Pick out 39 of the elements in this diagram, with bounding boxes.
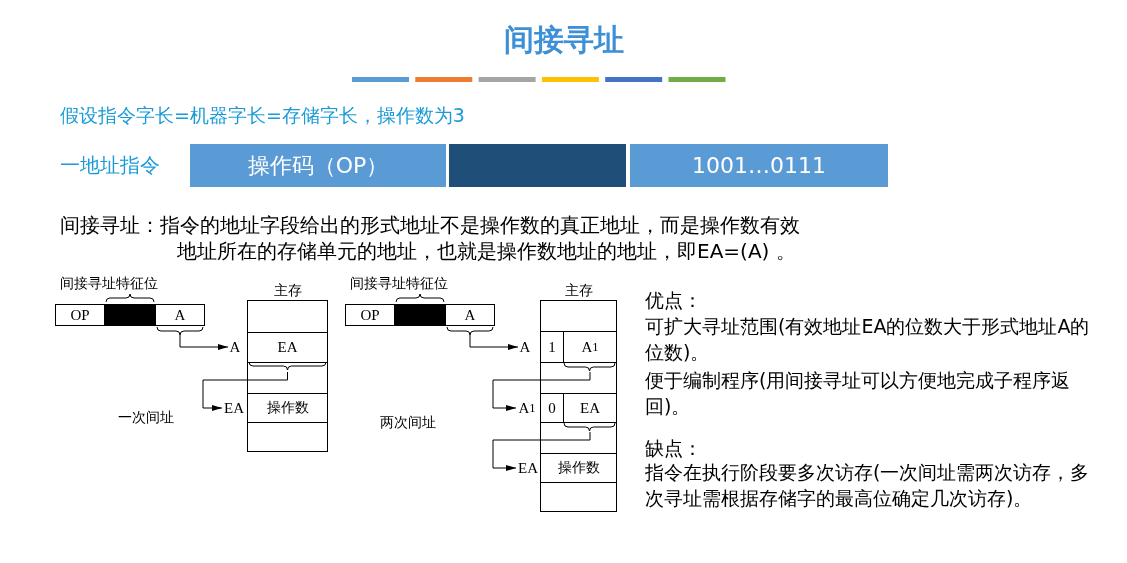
memory-heading: 主存 — [272, 282, 303, 300]
address-label: EA — [222, 399, 246, 417]
cons-heading: 缺点： — [645, 436, 703, 461]
memory-cell: EA — [564, 393, 616, 423]
address-label: EA — [516, 459, 540, 477]
pros-text: 便于编制程序(用间接寻址可以方便地完成子程序返回)。 — [645, 368, 1072, 419]
arrow — [202, 371, 288, 411]
instruction-type-label: 一地址指令 — [60, 152, 160, 179]
arrow — [469, 334, 519, 350]
instruction-field: A — [445, 304, 495, 326]
field-annotation: 间接寻址特征位 — [350, 274, 448, 293]
diagram-caption: 一次间址 — [118, 408, 174, 427]
instruction-field: OP — [55, 304, 105, 326]
instruction-field: 操作码（OP） — [190, 144, 446, 187]
memory-heading: 主存 — [563, 282, 594, 300]
diagram-caption: 两次间址 — [380, 413, 436, 432]
arrow — [492, 431, 591, 471]
instruction-field: 1001…0111 — [630, 144, 888, 187]
memory-cell: 1 — [541, 331, 564, 363]
indirect-flag-bit — [105, 304, 155, 326]
instruction-field: A — [155, 304, 205, 326]
arrow — [179, 334, 229, 350]
pros-text: 可扩大寻址范围(有效地址EA的位数大于形式地址A的位数)。 — [645, 314, 1091, 365]
cons-text: 指令在执行阶段要多次访存(一次间址需两次访存，多次寻址需根据存储字的最高位确定几次访存)。 — [645, 460, 1091, 511]
memory-cell: EA — [248, 332, 327, 363]
instruction-field — [449, 144, 626, 187]
field-annotation: 间接寻址特征位 — [60, 274, 158, 293]
slide-title: 间接寻址 — [502, 21, 625, 59]
assumption-text: 假设指令字长=机器字长=存储字长，操作数为3 — [60, 103, 465, 128]
address-label: A — [518, 338, 532, 356]
definition-text: 间接寻址：指令的地址字段给出的形式地址不是操作数的真正地址，而是操作数有效地址所在的存储单元的地址，也就是操作数地址的地址，即EA=(A) 。 — [60, 212, 801, 264]
arrow — [492, 371, 591, 411]
indirect-flag-bit — [395, 304, 445, 326]
memory-cell: 0 — [541, 393, 564, 423]
address-label: A — [228, 338, 242, 356]
pros-heading: 优点： — [645, 288, 703, 313]
instruction-field: OP — [345, 304, 395, 326]
memory-cell: 操作数 — [541, 453, 616, 483]
memory-cell: 操作数 — [248, 393, 327, 423]
